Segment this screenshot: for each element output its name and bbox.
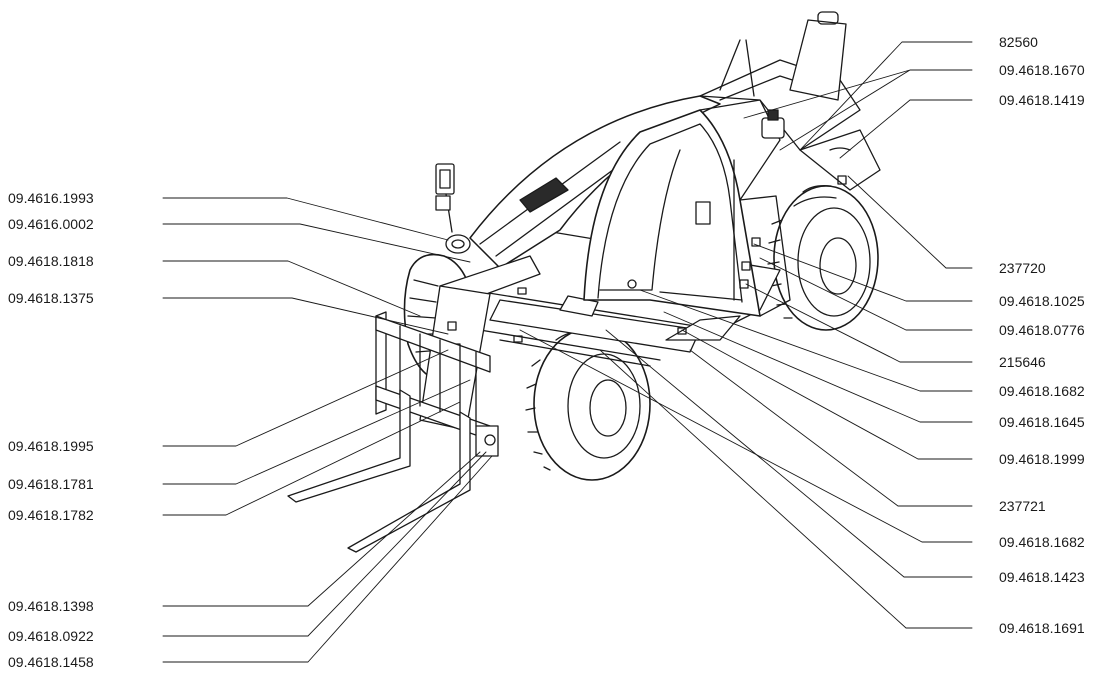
rear-right-wheel [767, 184, 879, 331]
part-label-left-2: 09.4616.0002 [8, 216, 94, 232]
part-label-right-6: 09.4618.0776 [999, 322, 1085, 338]
part-label-left-5: 09.4618.1995 [8, 438, 94, 454]
part-label-right-7: 215646 [999, 354, 1046, 370]
decal-markers [513, 175, 847, 343]
part-label-right-14: 09.4618.1691 [999, 620, 1085, 636]
part-label-left-1: 09.4616.1993 [8, 190, 94, 206]
part-label-left-4: 09.4618.1375 [8, 290, 94, 306]
leader-lines-right [519, 41, 973, 629]
part-label-left-8: 09.4618.1398 [8, 598, 94, 614]
leader-lines-left [162, 197, 493, 663]
rear-hood-lid [789, 11, 847, 101]
part-label-right-13: 09.4618.1423 [999, 569, 1085, 585]
part-label-right-5: 09.4618.1025 [999, 293, 1085, 309]
part-label-left-6: 09.4618.1781 [8, 476, 94, 492]
part-label-right-1: 82560 [999, 34, 1038, 50]
part-label-right-10: 09.4618.1999 [999, 451, 1085, 467]
part-label-right-11: 237721 [999, 498, 1046, 514]
part-label-right-8: 09.4618.1682 [999, 383, 1085, 399]
part-label-right-12: 09.4618.1682 [999, 534, 1085, 550]
part-label-left-7: 09.4618.1782 [8, 507, 94, 523]
part-label-right-3: 09.4618.1419 [999, 92, 1085, 108]
part-label-right-2: 09.4618.1670 [999, 62, 1085, 78]
part-label-right-9: 09.4618.1645 [999, 414, 1085, 430]
part-label-left-10: 09.4618.1458 [8, 654, 94, 670]
part-label-left-9: 09.4618.0922 [8, 628, 94, 644]
boom-mirror [435, 163, 471, 254]
fork-tines [287, 389, 471, 553]
part-label-left-3: 09.4618.1818 [8, 253, 94, 269]
part-label-right-4: 237720 [999, 260, 1046, 276]
